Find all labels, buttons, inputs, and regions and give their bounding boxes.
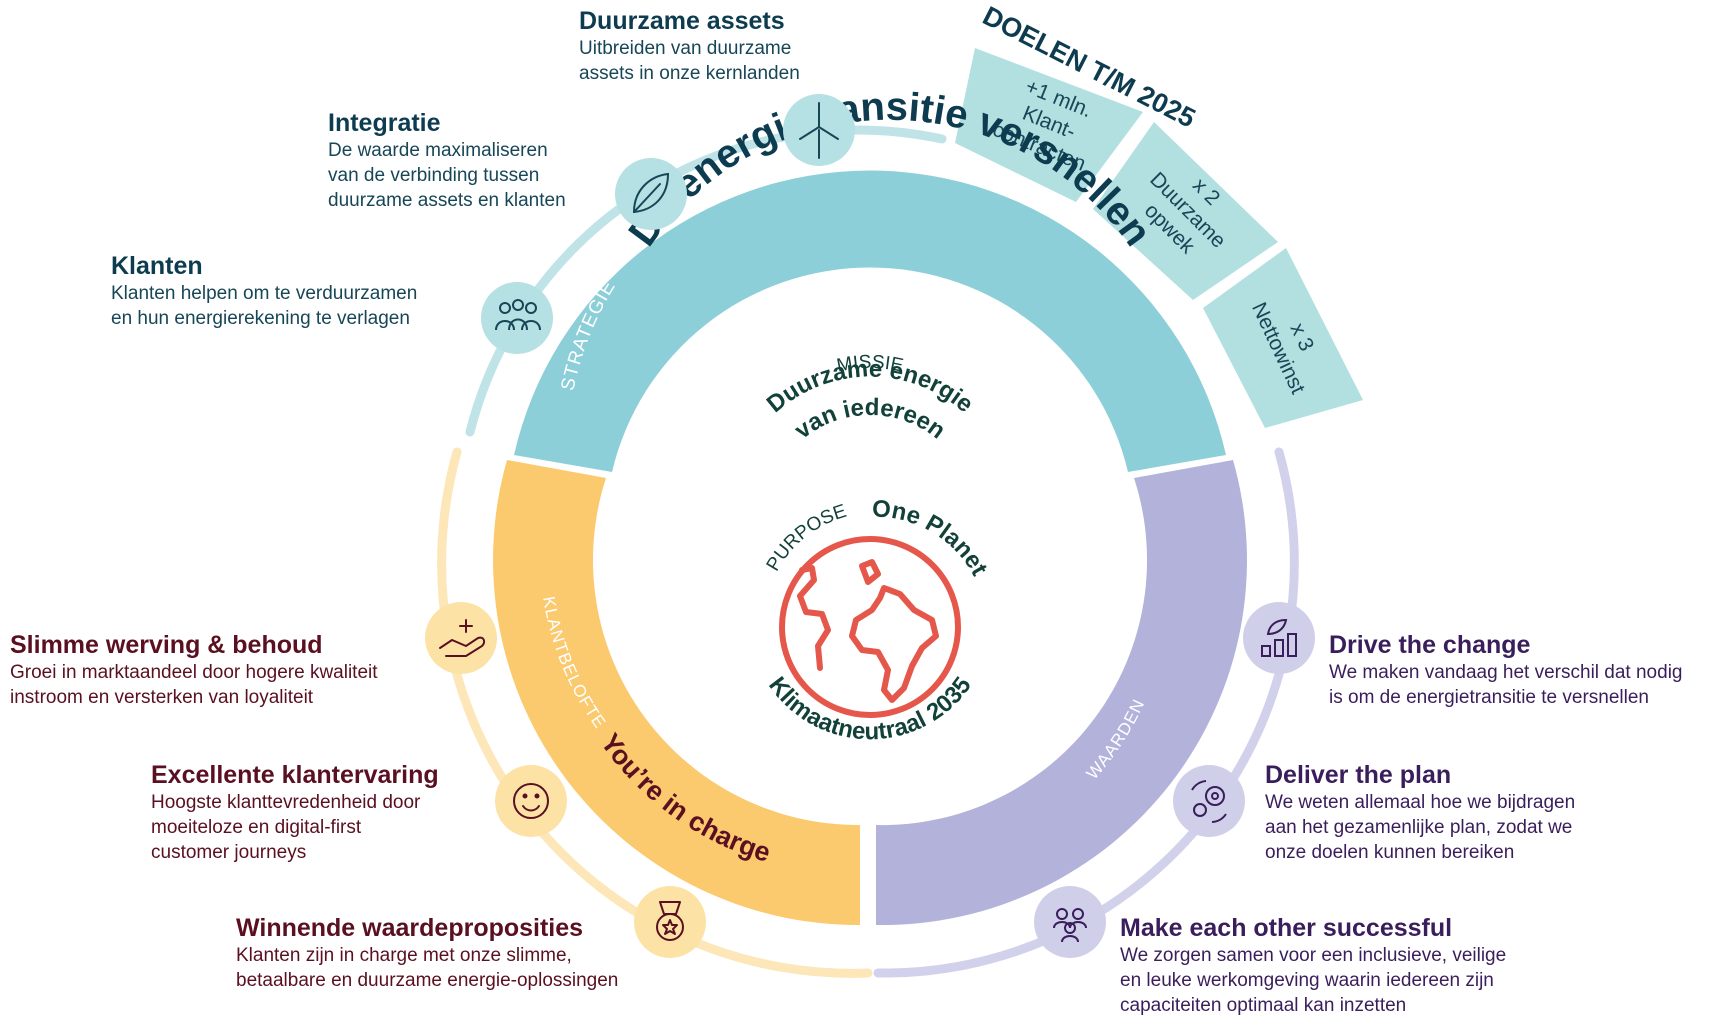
annotation-drive-the-change: Drive the change We maken vandaag het ve… xyxy=(1329,630,1682,710)
wind-turbine-icon xyxy=(783,94,855,166)
annotation-body: We maken vandaag het verschil dat nodig … xyxy=(1329,662,1683,708)
goal-tile-3 xyxy=(1203,248,1363,428)
values-segment xyxy=(876,460,1247,926)
annotation-make-each-other-successful: Make each other successful We zorgen sam… xyxy=(1120,913,1506,1018)
annotation-title: Make each other successful xyxy=(1120,914,1453,942)
promise-segment xyxy=(493,460,860,926)
goal-tile-1 xyxy=(955,48,1143,202)
medal-icon xyxy=(634,886,706,958)
purpose-bottom: Klimaatneutraal 2035 xyxy=(763,672,976,745)
globe-icon xyxy=(779,536,961,718)
annotation-title: Klanten xyxy=(111,252,203,280)
annotation-title: Deliver the plan xyxy=(1265,761,1452,789)
annotation-title: Integratie xyxy=(328,109,441,137)
leaf-icon xyxy=(615,158,687,230)
annotation-body: We zorgen samen voor een inclusieve, vei… xyxy=(1120,945,1507,1016)
annotation-excellente-klantervaring: Excellente klantervaring Hoogste klantte… xyxy=(151,760,439,865)
annotation-duurzame-assets: Duurzame assets Uitbreiden van duurzame … xyxy=(579,6,800,86)
gears-icon xyxy=(1173,765,1245,837)
team-icon xyxy=(1034,886,1106,958)
annotation-body: Groei in marktaandeel door hogere kwalit… xyxy=(10,662,378,708)
annotation-title: Duurzame assets xyxy=(579,7,785,35)
annotation-body: Klanten zijn in charge met onze slimme, … xyxy=(236,945,619,991)
annotation-body: Klanten helpen om te verduurzamen en hun… xyxy=(111,283,418,329)
annotation-body: We weten allemaal hoe we bijdragen aan h… xyxy=(1265,792,1576,863)
growth-chart-icon xyxy=(1243,602,1315,674)
annotation-slimme-werving: Slimme werving & behoud Groei in marktaa… xyxy=(10,630,378,710)
annotation-title: Slimme werving & behoud xyxy=(10,631,323,659)
missie-line-2: van iedereen xyxy=(790,394,951,445)
annotation-deliver-the-plan: Deliver the plan We weten allemaal hoe w… xyxy=(1265,760,1575,865)
annotation-title: Excellente klantervaring xyxy=(151,761,439,789)
annotation-body: Uitbreiden van duurzame assets in onze k… xyxy=(579,38,800,84)
annotation-body: De waarde maximaliseren van de verbindin… xyxy=(328,140,566,211)
goal-tile-2 xyxy=(1093,122,1278,300)
people-group-icon xyxy=(481,282,553,354)
annotation-body: Hoogste klanttevredenheid door moeiteloz… xyxy=(151,792,421,863)
annotation-title: Winnende waardeproposities xyxy=(236,914,584,942)
smiley-icon xyxy=(495,765,567,837)
annotation-title: Drive the change xyxy=(1329,631,1531,659)
annotation-integratie: Integratie De waarde maximaliseren van d… xyxy=(328,108,566,213)
annotation-klanten: Klanten Klanten helpen om te verduurzame… xyxy=(111,251,417,331)
missie-label: MISSIE xyxy=(835,352,905,377)
hand-plus-icon xyxy=(425,602,497,674)
annotation-winnende-waardeproposities: Winnende waardeproposities Klanten zijn … xyxy=(236,913,618,993)
strategy-segment xyxy=(514,170,1226,472)
